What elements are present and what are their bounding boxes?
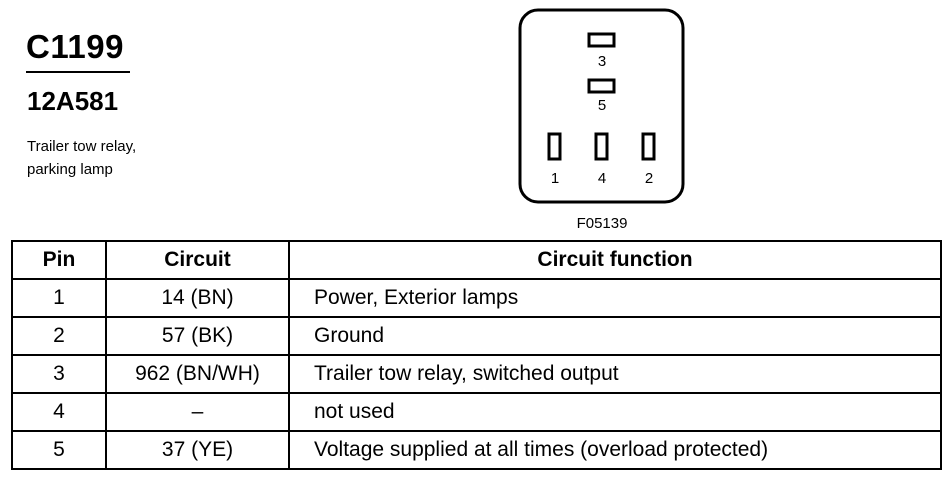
- circuit-cell: 57 (BK): [105, 316, 290, 356]
- circuit-function-cell: Power, Exterior lamps: [288, 278, 942, 318]
- connector-face-diagram: 3 5 1 4 2: [518, 8, 685, 204]
- pin-cell: 5: [11, 430, 107, 470]
- column-header-circuit: Circuit: [105, 240, 290, 280]
- pin-5-label: 5: [598, 97, 606, 114]
- circuit-cell: –: [105, 392, 290, 432]
- pin-2-terminal: [641, 132, 656, 161]
- description-line-1: Trailer tow relay,: [27, 138, 137, 155]
- pin-2-label: 2: [645, 170, 653, 187]
- table-header-row: Pin Circuit Circuit function: [11, 240, 942, 280]
- description-line-2: parking lamp: [27, 161, 113, 178]
- table-row: 1 14 (BN) Power, Exterior lamps: [11, 278, 942, 318]
- pin-cell: 1: [11, 278, 107, 318]
- circuit-cell: 14 (BN): [105, 278, 290, 318]
- circuit-cell: 37 (YE): [105, 430, 290, 470]
- table-row: 3 962 (BN/WH) Trailer tow relay, switche…: [11, 354, 942, 394]
- connector-housing: [518, 8, 685, 204]
- column-header-pin: Pin: [11, 240, 107, 280]
- circuit-function-cell: Trailer tow relay, switched output: [288, 354, 942, 394]
- pin-3-terminal: [587, 32, 616, 48]
- pin-1-label: 1: [551, 170, 559, 187]
- column-header-circuit-function: Circuit function: [288, 240, 942, 280]
- table-row: 4 – not used: [11, 392, 942, 432]
- circuit-cell: 962 (BN/WH): [105, 354, 290, 394]
- table-row: 5 37 (YE) Voltage supplied at all times …: [11, 430, 942, 470]
- title-underline: [26, 71, 130, 73]
- pin-cell: 2: [11, 316, 107, 356]
- circuit-function-cell: Voltage supplied at all times (overload …: [288, 430, 942, 470]
- part-number: 12A581: [27, 86, 119, 116]
- circuit-function-cell: Ground: [288, 316, 942, 356]
- connector-id: C1199: [26, 28, 124, 65]
- pin-3-label: 3: [598, 53, 606, 70]
- pinout-table: Pin Circuit Circuit function 1 14 (BN) P…: [11, 240, 942, 470]
- table-row: 2 57 (BK) Ground: [11, 316, 942, 356]
- pin-cell: 4: [11, 392, 107, 432]
- figure-label: F05139: [576, 215, 628, 232]
- pin-cell: 3: [11, 354, 107, 394]
- pin-1-terminal: [547, 132, 562, 161]
- pin-4-label: 4: [598, 170, 606, 187]
- pin-5-terminal: [587, 78, 616, 94]
- pin-4-terminal: [594, 132, 609, 161]
- circuit-function-cell: not used: [288, 392, 942, 432]
